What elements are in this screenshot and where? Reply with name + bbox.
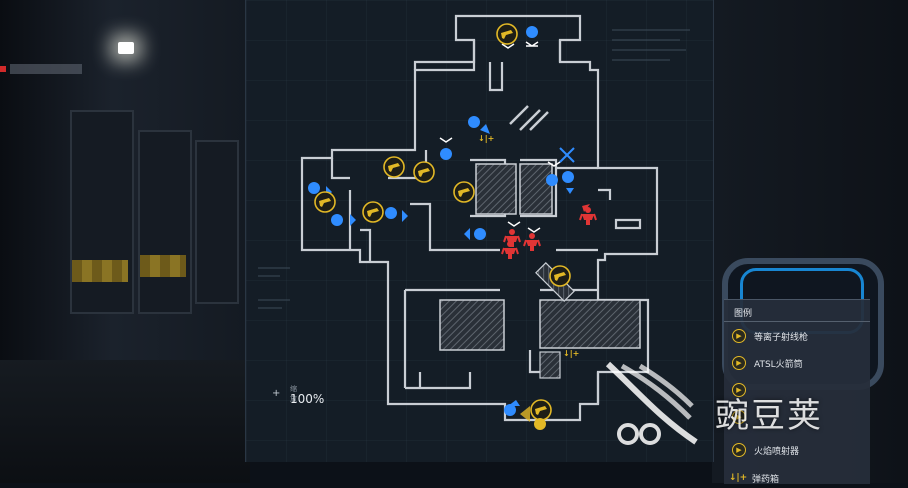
direction-marker bbox=[520, 406, 530, 422]
legend-divider bbox=[724, 321, 870, 322]
plasma-gun-icon: ▶ bbox=[732, 329, 746, 343]
legend-item-label: 弹药箱 bbox=[752, 474, 780, 485]
weapon-icon: ▶ bbox=[732, 383, 746, 397]
ammo-box-icon: ↓|+ bbox=[728, 473, 748, 483]
watermark-logo bbox=[605, 361, 698, 445]
floor bbox=[0, 360, 250, 483]
crosshair-icon: + bbox=[272, 388, 281, 399]
wall-panel bbox=[138, 130, 192, 314]
legend-item: ▶ 火焰喷射器 bbox=[732, 440, 799, 460]
weapon-icon: ▶ bbox=[732, 410, 746, 424]
player-tag bbox=[0, 64, 82, 74]
vent-slots bbox=[509, 105, 549, 131]
objective-x-marker bbox=[559, 147, 575, 163]
legend-title: 图例 bbox=[734, 309, 753, 319]
corridor-background bbox=[0, 0, 250, 483]
legend-item: ▶ ATSL火箭筒 bbox=[732, 353, 803, 373]
legend-item-label: 等离子射线枪 bbox=[754, 332, 809, 343]
hazard-stripe bbox=[140, 255, 186, 277]
player-name-blurred bbox=[10, 64, 82, 74]
enemy-facing-marker bbox=[582, 204, 590, 212]
hazard-stripe bbox=[72, 260, 128, 282]
ally-markers bbox=[308, 26, 574, 416]
flamethrower-icon: ▶ bbox=[732, 443, 746, 457]
player-color-marker bbox=[0, 66, 6, 72]
ammo-markers: ↓|+ ↓|+ bbox=[478, 134, 579, 358]
legend-item: ▶ 等离子射线枪 bbox=[732, 326, 808, 346]
watermark-text: 豌豆荚 bbox=[715, 396, 823, 436]
spawn-chevrons bbox=[439, 41, 561, 233]
map-legend: 图例 ▶ 等离子射线枪 ▶ ATSL火箭筒 ▶ ▶ ▶ 火焰喷射器 ↓|+ 弹药… bbox=[724, 299, 870, 485]
legend-item: ▶ bbox=[732, 407, 754, 427]
watermark: 豌豆荚 bbox=[600, 358, 821, 457]
legend-item: ▶ bbox=[732, 380, 754, 400]
svg-text:↓|+: ↓|+ bbox=[563, 349, 579, 358]
svg-text:↓|+: ↓|+ bbox=[478, 134, 494, 143]
objective-marker bbox=[534, 418, 546, 430]
legend-item: ↓|+ 弹药箱 bbox=[728, 468, 780, 488]
map-walls bbox=[300, 14, 659, 422]
hatched-blocks bbox=[439, 163, 641, 379]
zoom-label: 缩放 bbox=[290, 385, 297, 403]
legend-item-label: ATSL火箭筒 bbox=[754, 359, 803, 370]
rocket-launcher-icon: ▶ bbox=[732, 356, 746, 370]
enemy-markers bbox=[501, 206, 597, 260]
map-decor-lines bbox=[258, 29, 690, 309]
wall-panel bbox=[195, 140, 239, 304]
ceiling-lamp bbox=[118, 42, 134, 54]
zoom-value: 100% bbox=[290, 392, 325, 406]
legend-item-label: 火焰喷射器 bbox=[754, 446, 800, 457]
